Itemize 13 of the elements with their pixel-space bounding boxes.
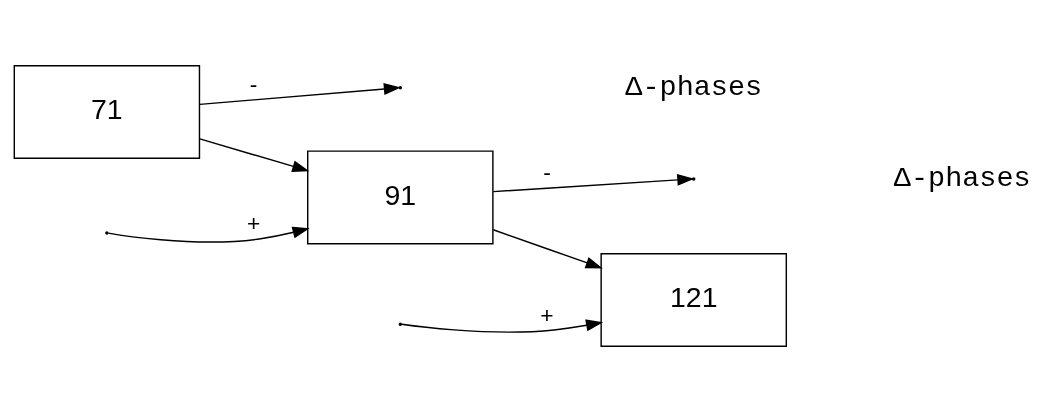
arrow <box>401 318 604 333</box>
edge-label: + <box>246 209 261 236</box>
label: Δ-phases <box>893 161 1031 195</box>
node-box: 71 <box>13 64 201 159</box>
arrow <box>107 226 310 243</box>
node-box: 121 <box>600 252 787 347</box>
label: Δ-phases <box>625 70 763 104</box>
edge-label: - <box>543 158 551 185</box>
node-box: 91 <box>307 149 494 244</box>
edge-label: + <box>540 301 554 328</box>
arrow <box>492 228 603 268</box>
arrow <box>199 137 310 172</box>
edge-label: - <box>249 70 258 97</box>
